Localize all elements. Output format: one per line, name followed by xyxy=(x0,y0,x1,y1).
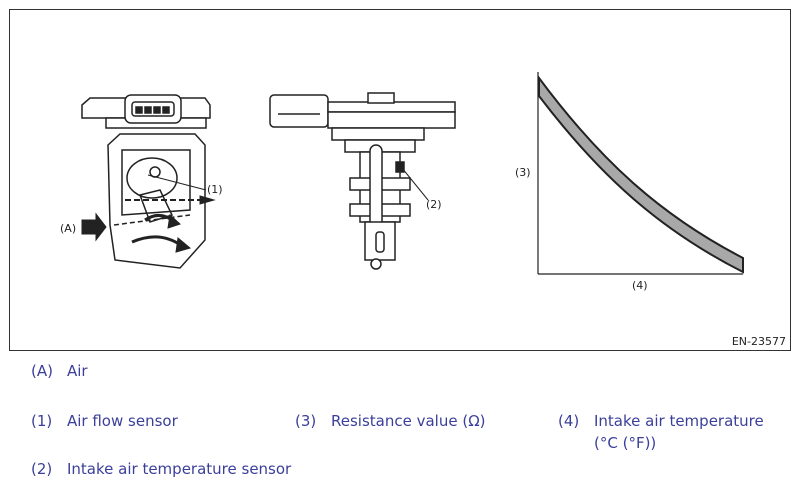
legend-key: (4) xyxy=(558,412,580,430)
resistance-curve-chart xyxy=(537,72,744,275)
legend-item-1: (1) Air flow sensor xyxy=(31,410,178,432)
resistance-band xyxy=(538,74,744,274)
legend-key: (1) xyxy=(31,412,53,430)
legend-text: Air flow sensor xyxy=(67,412,178,430)
x-axis-label: (4) xyxy=(632,279,648,292)
label-A: (A) xyxy=(60,222,76,235)
label-2: (2) xyxy=(426,198,442,211)
legend-key: (3) xyxy=(295,412,317,430)
legend-key: (A) xyxy=(31,362,53,380)
legend-item-4: (4) Intake air temperature (°C (°F)) xyxy=(558,410,790,454)
legend-text: Resistance value (Ω) xyxy=(331,412,486,430)
legend-text: Intake air temperature (°C (°F)) xyxy=(594,412,764,452)
diagram-svg: (1) (A) (2) (3) xyxy=(60,72,744,292)
legend-item-2: (2) Intake air temperature sensor xyxy=(31,458,291,480)
sensor-front-view xyxy=(81,94,211,269)
leader-line-1 xyxy=(147,174,207,191)
leader-line-2 xyxy=(401,167,429,201)
legend-text: Air xyxy=(67,362,88,380)
legend-text: Intake air temperature sensor xyxy=(67,460,292,478)
air-inlet-arrow xyxy=(81,212,107,242)
diagram-figure: (1) (A) (2) (3) xyxy=(9,9,791,351)
figure-code: EN-23577 xyxy=(731,335,786,348)
label-1: (1) xyxy=(207,183,223,196)
sensor-side-view xyxy=(269,92,456,270)
legend-item-3: (3) Resistance value (Ω) xyxy=(295,410,486,432)
legend-item-A: (A) Air xyxy=(31,360,88,382)
airflow-arrows xyxy=(81,195,216,253)
legend-key: (2) xyxy=(31,460,53,478)
y-axis-label: (3) xyxy=(515,166,531,179)
